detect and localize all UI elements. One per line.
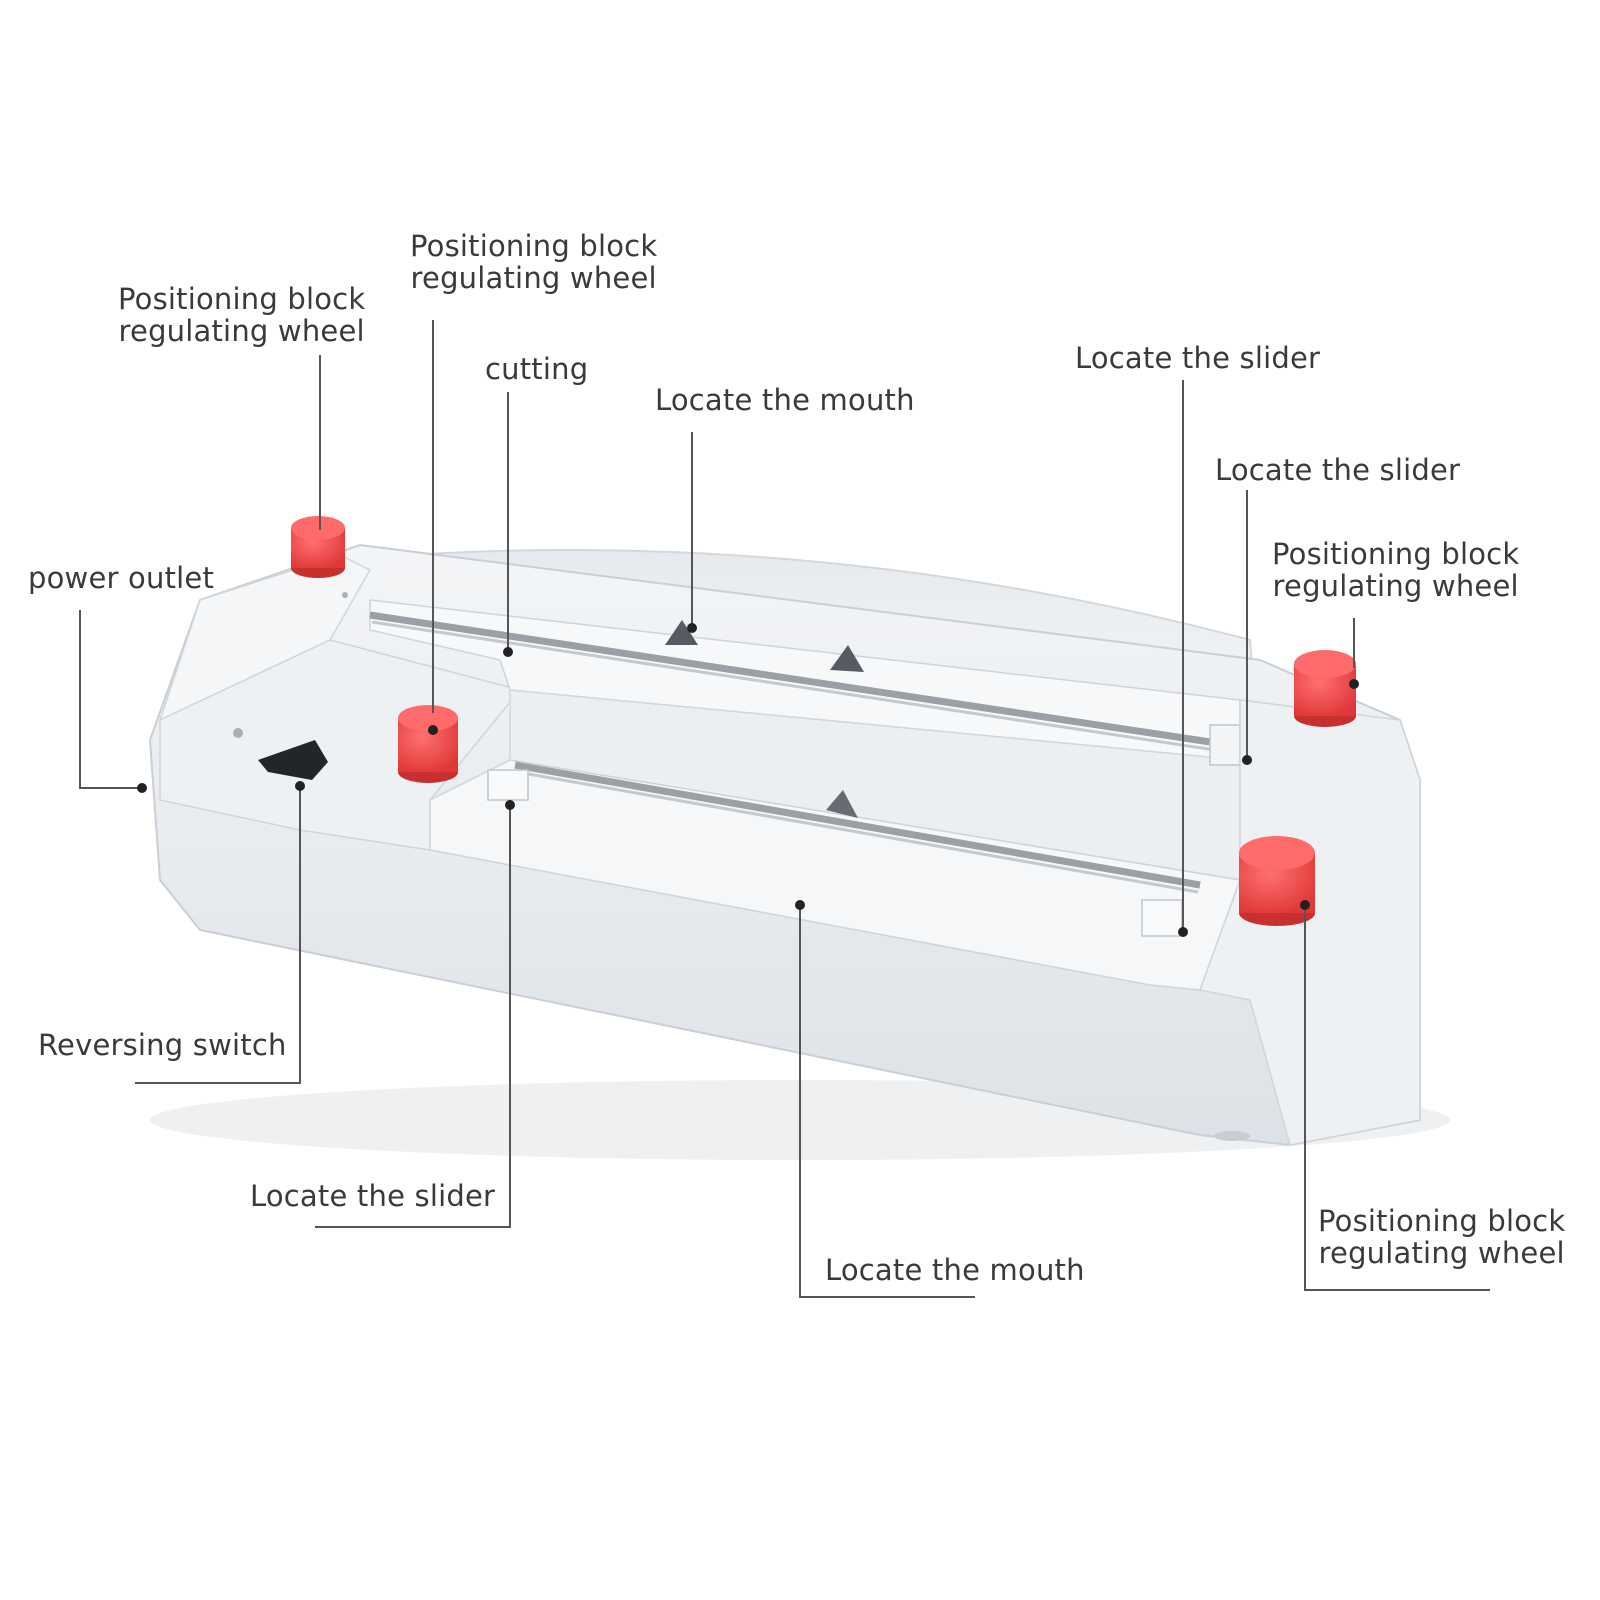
leader-wheel-bottom-right	[1304, 905, 1490, 1291]
leader-power-outlet	[79, 610, 142, 789]
label-wheel-top-mid: Positioning block regulating wheel	[410, 230, 657, 294]
label-wheel-bottom-right: Positioning block regulating wheel	[1318, 1205, 1565, 1269]
right-lower-slider	[1141, 899, 1183, 937]
leader-dots	[137, 623, 1359, 937]
left-slider	[487, 769, 529, 801]
leader-lines	[79, 320, 1490, 1298]
label-wheel-right: Positioning block regulating wheel	[1272, 538, 1519, 602]
label-slider-bottom: Locate the slider	[250, 1179, 496, 1213]
upper-clip-left	[665, 620, 698, 645]
label-reversing-switch: Reversing switch	[38, 1028, 287, 1062]
label-mouth-bottom: Locate the mouth	[825, 1253, 1085, 1287]
label-slider-top-2: Locate the slider	[1215, 453, 1461, 487]
leader-reversing-switch	[135, 786, 301, 1084]
upper-rail-highlight	[371, 620, 1229, 754]
label-slider-top-1: Locate the slider	[1075, 341, 1321, 375]
upper-clip-right	[830, 645, 864, 672]
right-upper-slider	[1209, 724, 1241, 766]
knob-front-left	[398, 705, 458, 783]
label-wheel-top-left: Positioning block regulating wheel	[118, 283, 365, 347]
label-line: regulating wheel	[1318, 1236, 1565, 1270]
reversing-switch-shape	[258, 740, 328, 780]
label-line: Positioning block	[1318, 1204, 1566, 1238]
leader-mouth-bottom	[799, 905, 975, 1298]
label-line: regulating wheel	[1272, 569, 1519, 603]
upper-cutting-rail	[369, 611, 1231, 749]
lower-rail-highlight	[516, 770, 1199, 894]
lower-cutting-rail	[514, 761, 1201, 889]
right-end-block	[1198, 699, 1421, 1146]
label-line: Positioning block	[118, 282, 366, 316]
label-cutting: cutting	[485, 352, 589, 386]
power-outlet-hole	[233, 728, 243, 738]
machine-foot	[1214, 1131, 1250, 1141]
leader-slider-bottom	[315, 805, 511, 1228]
label-line: regulating wheel	[118, 314, 365, 348]
knob-top-left	[291, 516, 345, 578]
label-mouth-top: Locate the mouth	[655, 383, 915, 417]
label-power-outlet: power outlet	[28, 561, 215, 595]
label-line: Positioning block	[1272, 537, 1520, 571]
knob-top-right	[1294, 650, 1356, 727]
label-line: regulating wheel	[410, 261, 657, 295]
lower-clip	[826, 790, 858, 818]
label-line: Positioning block	[410, 229, 658, 263]
small-hole	[342, 592, 348, 598]
knob-front-right	[1239, 836, 1315, 926]
